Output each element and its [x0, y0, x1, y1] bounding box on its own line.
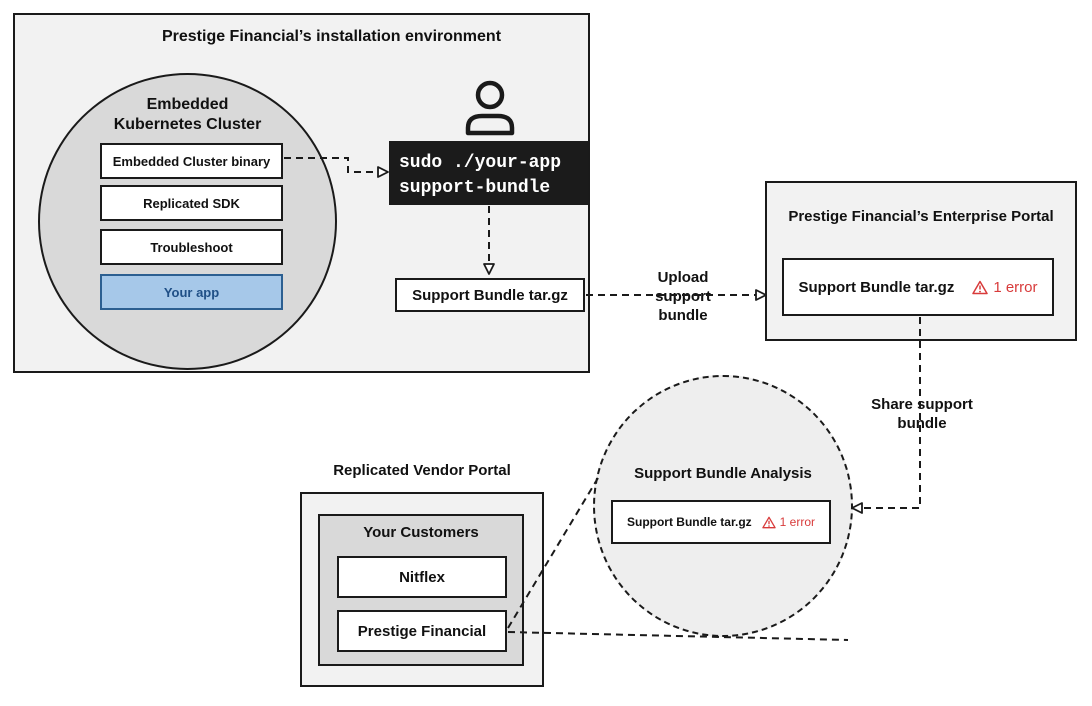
installation-environment-title: Prestige Financial’s installation enviro… — [161, 28, 502, 45]
analysis-error-badge: 1 error — [761, 515, 815, 529]
command-line-1: sudo ./your-app — [399, 153, 562, 173]
enterprise-support-bundle-box[interactable]: Support Bundle tar.gz 1 error — [782, 258, 1054, 316]
share-label-line1: Share support — [871, 396, 973, 413]
upload-label-line1: Upload — [657, 269, 709, 286]
customer-nitflex[interactable]: Nitflex — [337, 556, 507, 598]
install-support-bundle-box[interactable]: Support Bundle tar.gz — [395, 278, 585, 312]
enterprise-error-text: 1 error — [993, 278, 1038, 296]
analysis-support-bundle-box[interactable]: Support Bundle tar.gz 1 error — [611, 500, 831, 544]
share-support-bundle-label: Share support bundle — [852, 395, 992, 433]
analysis-error-text: 1 error — [779, 515, 815, 529]
cluster-title: Embedded Kubernetes Cluster — [38, 95, 337, 135]
embedded-cluster-binary-box[interactable]: Embedded Cluster binary — [100, 143, 283, 179]
enterprise-bundle-label: Support Bundle tar.gz — [798, 278, 955, 296]
support-bundle-command[interactable]: sudo ./your-app support-bundle — [389, 141, 588, 205]
your-customers-title: Your Customers — [363, 524, 479, 541]
cluster-title-line2: Kubernetes Cluster — [113, 116, 262, 133]
enterprise-error-badge: 1 error — [972, 278, 1038, 296]
warning-icon — [761, 516, 776, 528]
analysis-title: Support Bundle Analysis — [634, 465, 812, 482]
kubernetes-cluster-circle — [38, 73, 337, 370]
user-icon — [462, 78, 518, 136]
troubleshoot-box[interactable]: Troubleshoot — [100, 229, 283, 265]
vendor-portal-title: Replicated Vendor Portal — [333, 462, 511, 479]
arrowhead-analysis — [851, 502, 863, 514]
customer-prestige-financial[interactable]: Prestige Financial — [337, 610, 507, 652]
command-line-2: support-bundle — [399, 178, 551, 198]
upload-label-line2: support — [655, 288, 711, 305]
upload-label-line3: bundle — [658, 307, 708, 324]
warning-icon — [972, 280, 989, 294]
analysis-bundle-label: Support Bundle tar.gz — [626, 515, 752, 529]
your-app-box[interactable]: Your app — [100, 274, 283, 310]
upload-support-bundle-label: Upload support bundle — [633, 268, 733, 325]
replicated-sdk-box[interactable]: Replicated SDK — [100, 185, 283, 221]
share-label-line2: bundle — [897, 415, 947, 432]
enterprise-portal-title: Prestige Financial’s Enterprise Portal — [788, 208, 1054, 225]
cluster-title-line1: Embedded — [146, 96, 229, 113]
zoom-line-lower — [507, 631, 849, 641]
